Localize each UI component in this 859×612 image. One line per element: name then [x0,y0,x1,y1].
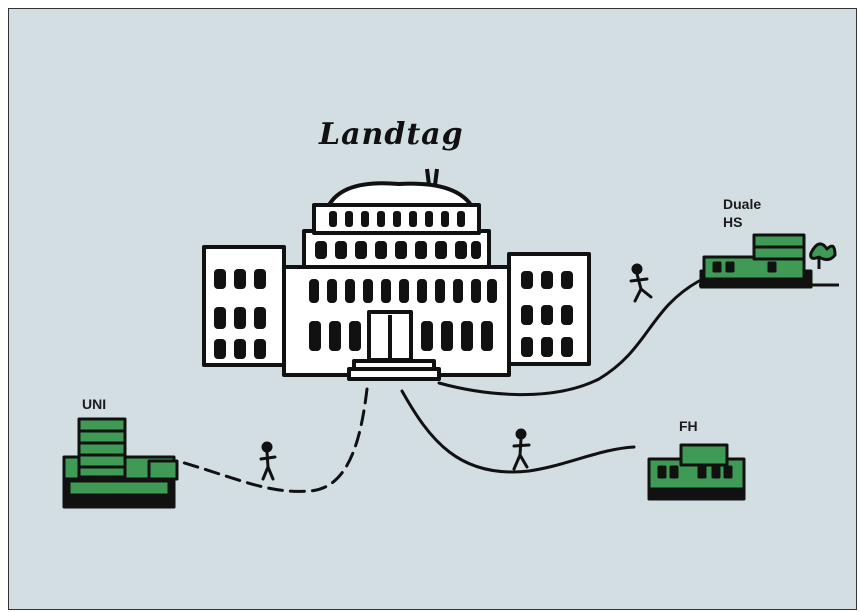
landtag-title: Landtag [319,117,464,152]
uni-label: UNI [82,396,107,412]
walker-figure-duale-hs [629,263,653,303]
duale-hs-label-line2: HS [723,214,743,230]
path-to-duale-hs [437,279,701,397]
fh-building [647,443,746,501]
path-to-fh [400,389,636,474]
diagram-canvas: Landtag UNI FH Duale HS [8,8,857,610]
diagram-drawing [62,168,839,509]
path-to-uni [179,387,369,493]
landtag-windows [214,211,573,359]
duale-hs-label: Duale HS [723,195,761,231]
walker-figure-uni [259,441,277,481]
uni-building [62,417,179,509]
walker-figure-fh [512,428,531,471]
duale-hs-building [699,233,839,289]
fh-label: FH [679,418,698,434]
duale-hs-label-line1: Duale [723,196,762,212]
